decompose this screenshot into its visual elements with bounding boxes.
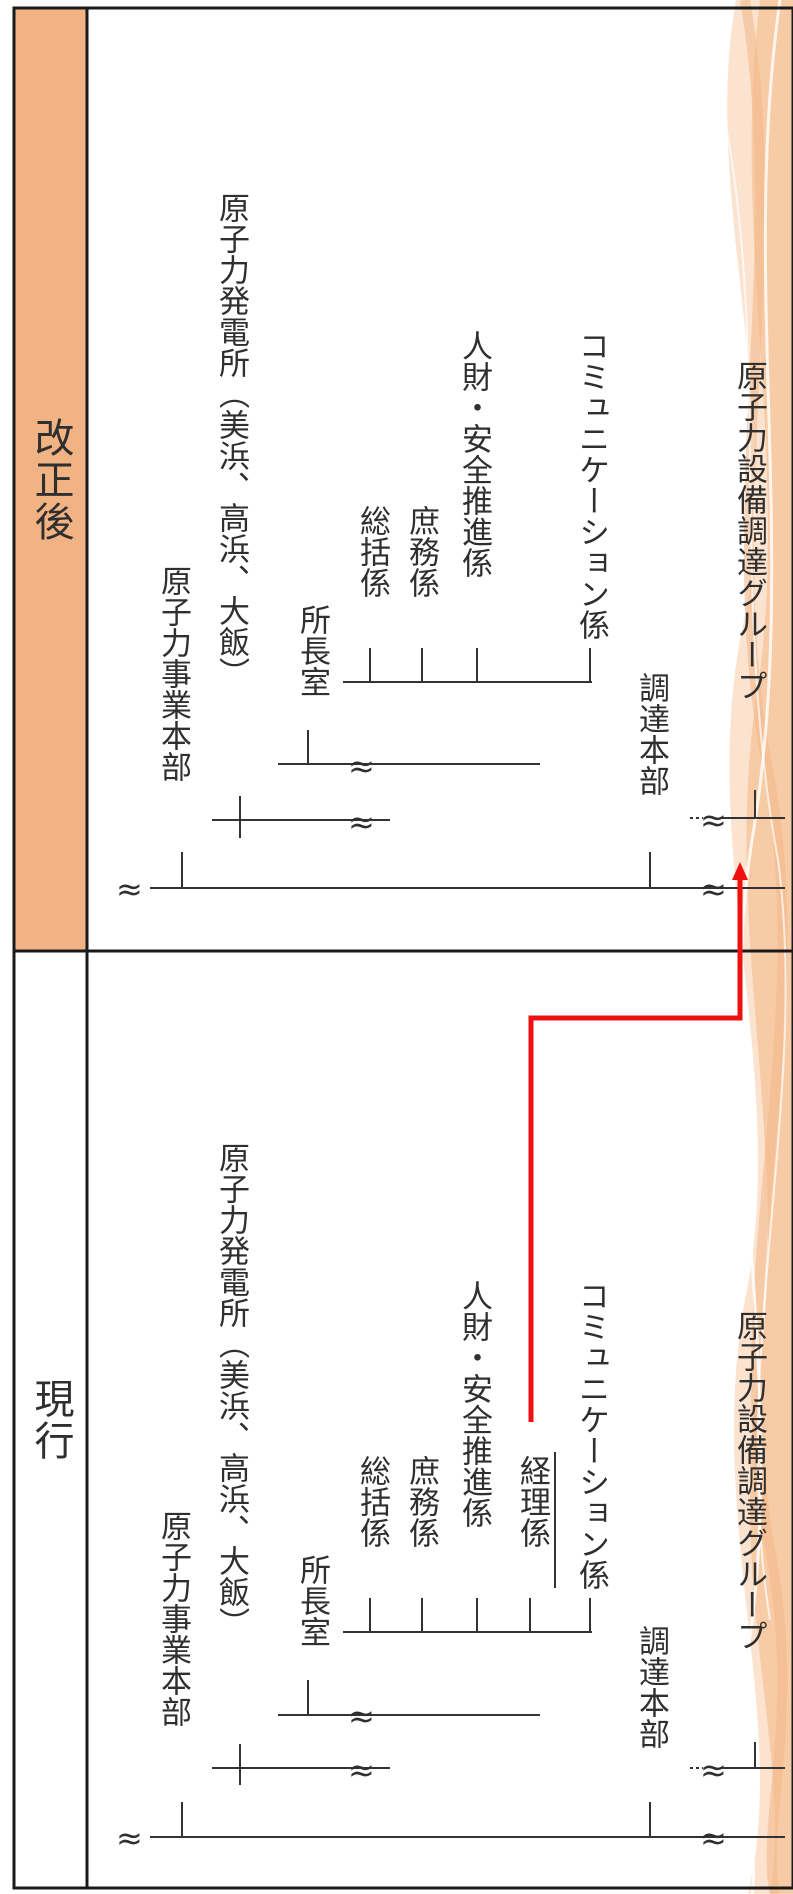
current-header: 現行 <box>14 951 87 1888</box>
revised-omission-mark-plant: ≈ <box>348 803 375 841</box>
current-section-hr-safety: 人財・安全推進係 <box>456 1280 492 1528</box>
relocation-arrow <box>528 862 748 1422</box>
current-nuclear-hq: 原子力事業本部 <box>155 1510 191 1727</box>
current-section-admin: 庶務係 <box>403 1455 439 1548</box>
revised-procurement-hq: 調達本部 <box>633 672 669 796</box>
table-border <box>12 6 793 1890</box>
current-power-plant: 原子力発電所（美浜、高浜、大飯） <box>213 1142 249 1638</box>
current-procurement-group: 原子力設備調達グループ <box>731 1310 767 1651</box>
current-section-general: 総括係 <box>354 1455 390 1548</box>
current-section-communication: コミュニケーション係 <box>573 1280 609 1590</box>
current-omission-mark-procurement: ≈ <box>700 1819 727 1857</box>
revised-section-hr-safety: 人財・安全推進係 <box>456 330 492 578</box>
revised-procurement-group: 原子力設備調達グループ <box>731 360 767 701</box>
current-tree-lines <box>150 1598 785 1838</box>
current-section-accounting: 経理係 <box>514 1455 550 1548</box>
current-omission-mark-director: ≈ <box>348 1697 375 1735</box>
revised-omission-mark-procurement: ≈ <box>700 870 727 908</box>
revised-header-label: 改正後 <box>27 416 74 543</box>
current-omission-mark-procurement-hq: ≈ <box>700 1751 727 1789</box>
revised-tree-lines <box>150 648 785 889</box>
current-director-office: 所長室 <box>294 1554 330 1647</box>
revised-omission-mark-procurement-hq: ≈ <box>700 801 727 839</box>
revised-section-communication: コミュニケーション係 <box>573 330 609 640</box>
revised-section-general: 総括係 <box>354 505 390 598</box>
revised-header: 改正後 <box>14 8 87 951</box>
revised-section-admin: 庶務係 <box>403 505 439 598</box>
current-omission-mark-hq: ≈ <box>116 1819 143 1857</box>
current-omission-mark-plant: ≈ <box>348 1751 375 1789</box>
revised-power-plant: 原子力発電所（美浜、高浜、大飯） <box>213 192 249 688</box>
revised-director-office: 所長室 <box>294 604 330 697</box>
revised-omission-mark-director: ≈ <box>348 747 375 785</box>
revised-header-background <box>14 8 87 951</box>
current-procurement-hq: 調達本部 <box>633 1625 669 1749</box>
revised-nuclear-hq: 原子力事業本部 <box>155 565 191 782</box>
current-header-label: 現行 <box>27 1377 74 1462</box>
revised-omission-mark-hq: ≈ <box>116 870 143 908</box>
